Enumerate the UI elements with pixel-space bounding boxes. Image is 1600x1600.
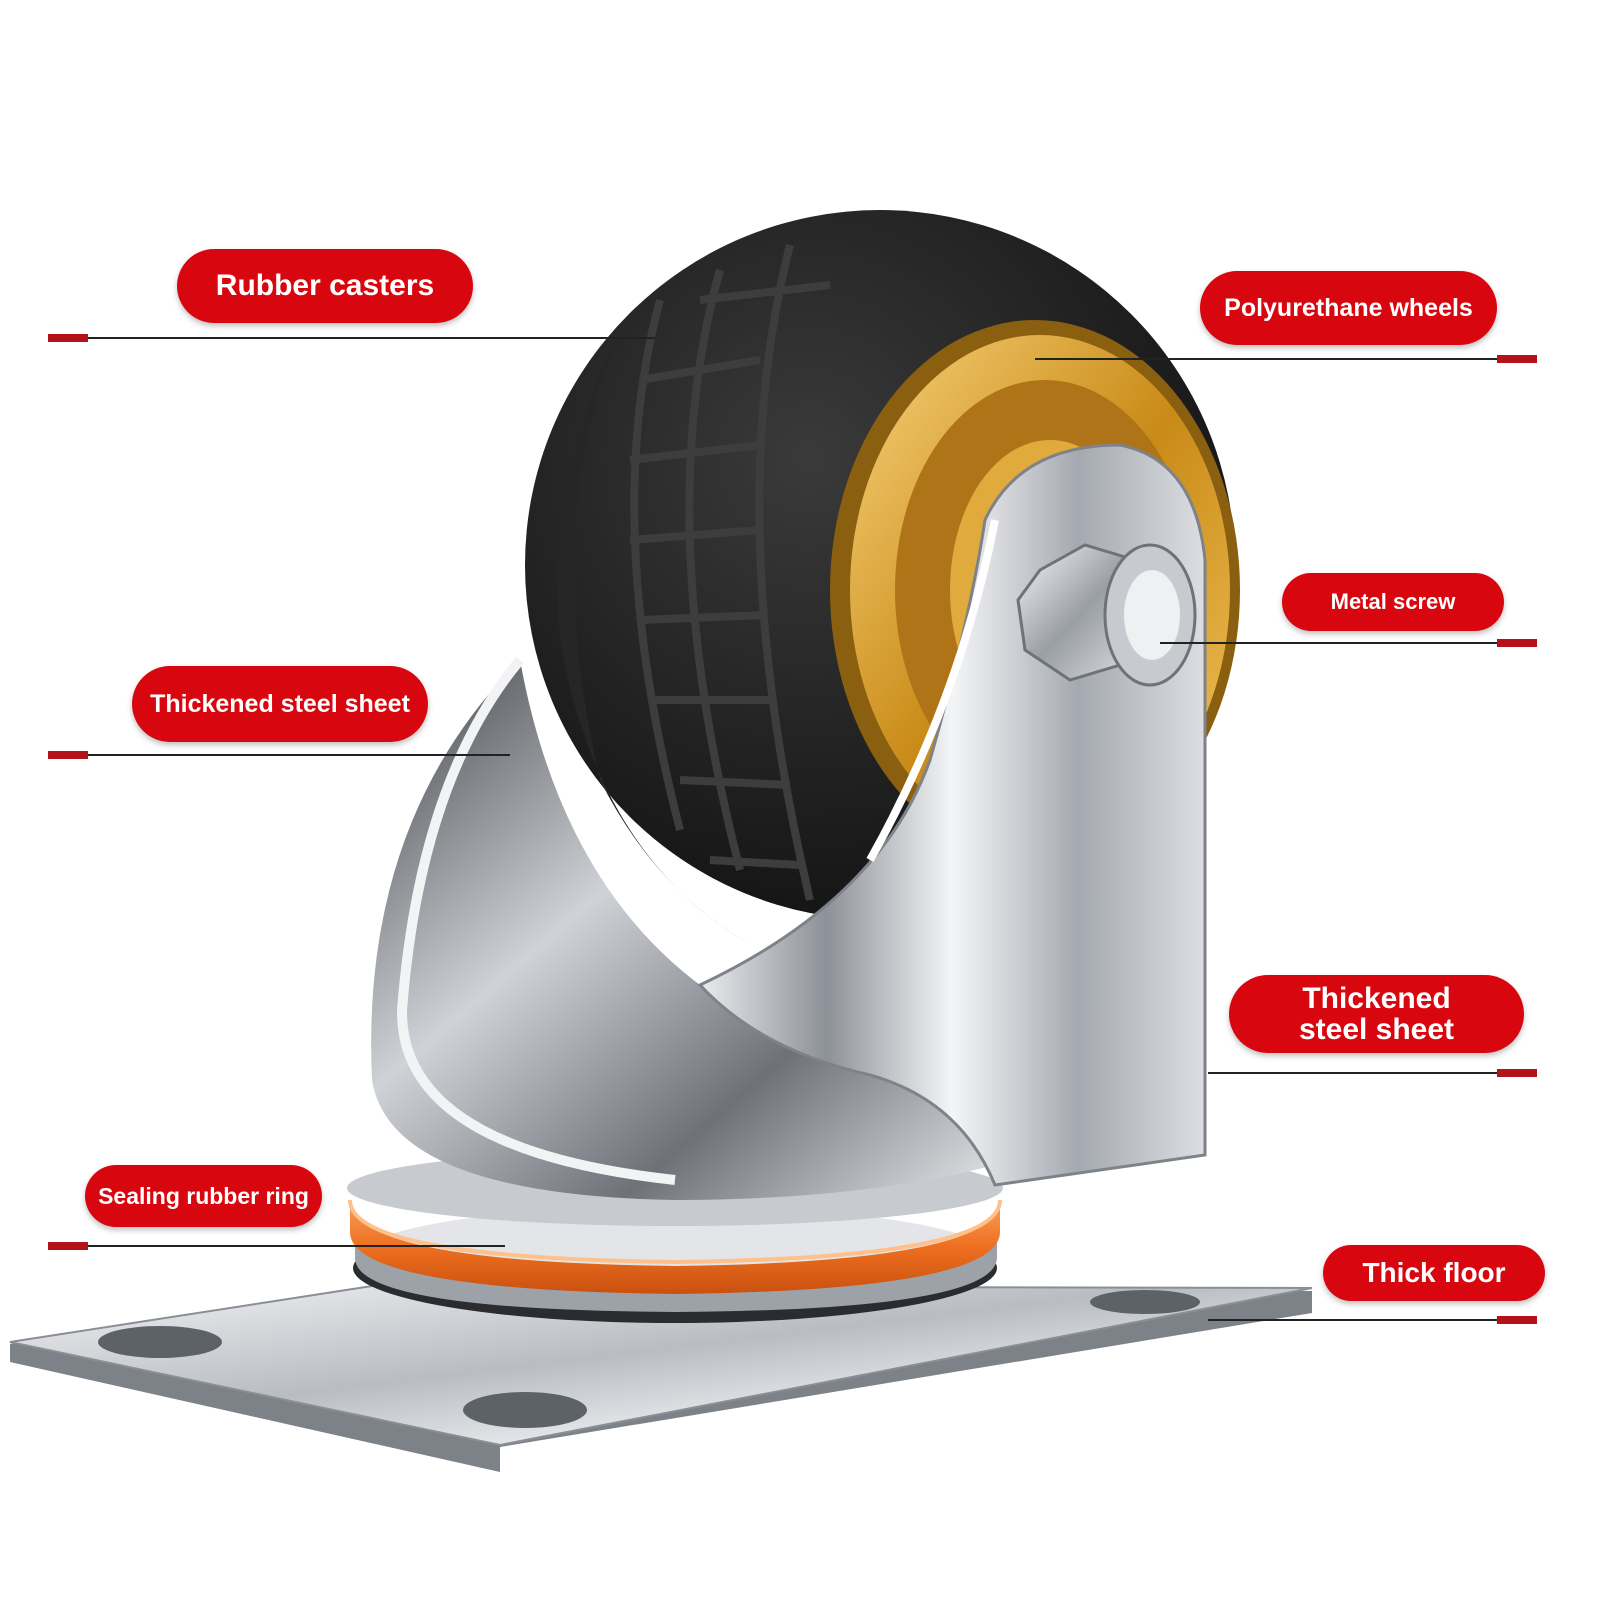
callout-thick-floor: Thick floor (1323, 1245, 1545, 1301)
mounting-hole (1090, 1290, 1200, 1314)
mounting-hole (98, 1326, 222, 1358)
sealing-rubber-ring (348, 1199, 1002, 1294)
callout-label: Thickened steel sheet (150, 689, 410, 718)
callout-label-line1: Thickened (1302, 981, 1451, 1015)
tread-pattern (629, 244, 831, 901)
callout-sealing-rubber-ring: Sealing rubber ring (85, 1165, 322, 1227)
callout-label: Polyurethane wheels (1224, 293, 1473, 322)
marker (48, 1242, 88, 1250)
callout-polyurethane-wheels: Polyurethane wheels (1200, 271, 1497, 345)
marker (1497, 639, 1537, 647)
callout-thickened-steel-sheet-right: Thickened steel sheet (1229, 975, 1524, 1053)
callout-label-line2: steel sheet (1298, 1013, 1455, 1046)
callout-rubber-casters: Rubber casters (177, 249, 473, 323)
axle-nut (1016, 543, 1197, 687)
callout-metal-screw: Metal screw (1282, 573, 1504, 631)
callout-label: Metal screw (1330, 589, 1456, 615)
marker (1497, 355, 1537, 363)
marker (1497, 1316, 1537, 1324)
leader-lines (87, 337, 1497, 1321)
callout-label: Thick floor (1362, 1257, 1506, 1289)
leader-markers (48, 334, 1537, 1324)
callout-label: Rubber casters (215, 269, 435, 303)
callout-label: Sealing rubber ring (98, 1182, 309, 1209)
marker (1497, 1069, 1537, 1077)
callout-thickened-steel-sheet-left: Thickened steel sheet (132, 666, 428, 742)
marker (48, 751, 88, 759)
mounting-plate (9, 1284, 1313, 1472)
mounting-hole (463, 1392, 587, 1428)
marker (48, 334, 88, 342)
